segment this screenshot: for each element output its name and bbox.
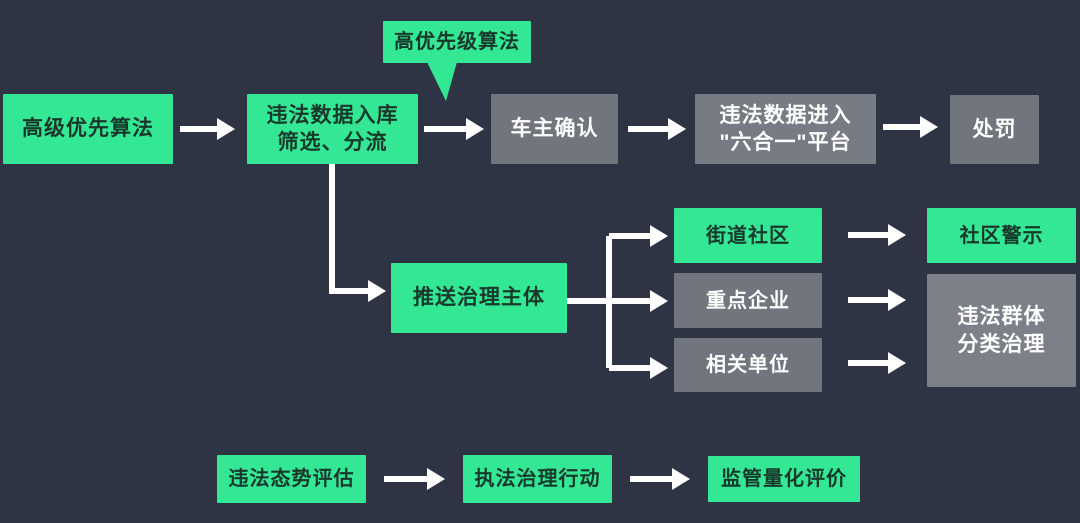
node-label: 重点企业 [706,289,790,312]
node-enforcement-action: 执法治理行动 [463,455,612,503]
node-label-line1: 违法数据入库 [266,103,399,127]
node-label-line1: 违法群体 [957,305,1046,329]
arrowhead [888,289,906,311]
node-label: 处罚 [972,117,1017,141]
node-label-line2: "六合一"平台 [719,131,852,154]
arrowhead [217,118,235,140]
node-label: 监管量化评价 [721,468,847,490]
arrowhead [368,280,386,302]
node-quantified-evaluation: 监管量化评价 [708,456,860,502]
node-label: 推送治理主体 [413,286,545,310]
arrowhead [672,468,690,490]
callout-label: 高优先级算法 [394,31,520,53]
arrowhead [888,352,906,374]
node-label: 车主确认 [510,117,599,141]
node-six-in-one-platform: 违法数据进入 "六合一"平台 [695,94,876,164]
callout-high-priority-algorithm: 高优先级算法 [383,21,531,63]
node-situation-assessment: 违法态势评估 [217,455,366,503]
node-community-warning: 社区警示 [927,208,1076,263]
node-key-enterprise: 重点企业 [674,273,822,328]
node-label-line2: 筛选、分流 [277,131,388,154]
node-punishment: 处罚 [950,95,1039,164]
node-label: 街道社区 [706,224,790,247]
arrowhead [427,468,445,490]
elbow-intake-to-push [329,164,370,294]
node-label: 违法态势评估 [228,468,355,490]
node-label: 社区警示 [959,224,1044,247]
arrowhead [466,118,484,140]
arrowhead [650,225,668,247]
arrowhead [888,224,906,246]
node-illegal-group-governance: 违法群体 分类治理 [927,274,1076,387]
callout-tail [427,62,457,101]
node-label: 执法治理行动 [474,468,601,490]
node-owner-confirmation: 车主确认 [491,94,618,164]
node-street-community: 街道社区 [674,208,822,263]
node-label: 高级优先算法 [22,117,154,141]
arrowhead [650,357,668,379]
node-label-line2: 分类治理 [957,332,1046,356]
node-priority-algorithm: 高级优先算法 [3,94,173,164]
arrowhead [920,116,938,138]
node-push-governance-subject: 推送治理主体 [391,263,567,333]
node-label-line1: 违法数据进入 [719,103,852,127]
node-related-unit: 相关单位 [674,338,822,392]
arrowhead [668,118,686,140]
node-label: 相关单位 [706,354,790,376]
arrowhead [650,290,668,312]
node-illegal-data-intake: 违法数据入库 筛选、分流 [247,94,418,164]
